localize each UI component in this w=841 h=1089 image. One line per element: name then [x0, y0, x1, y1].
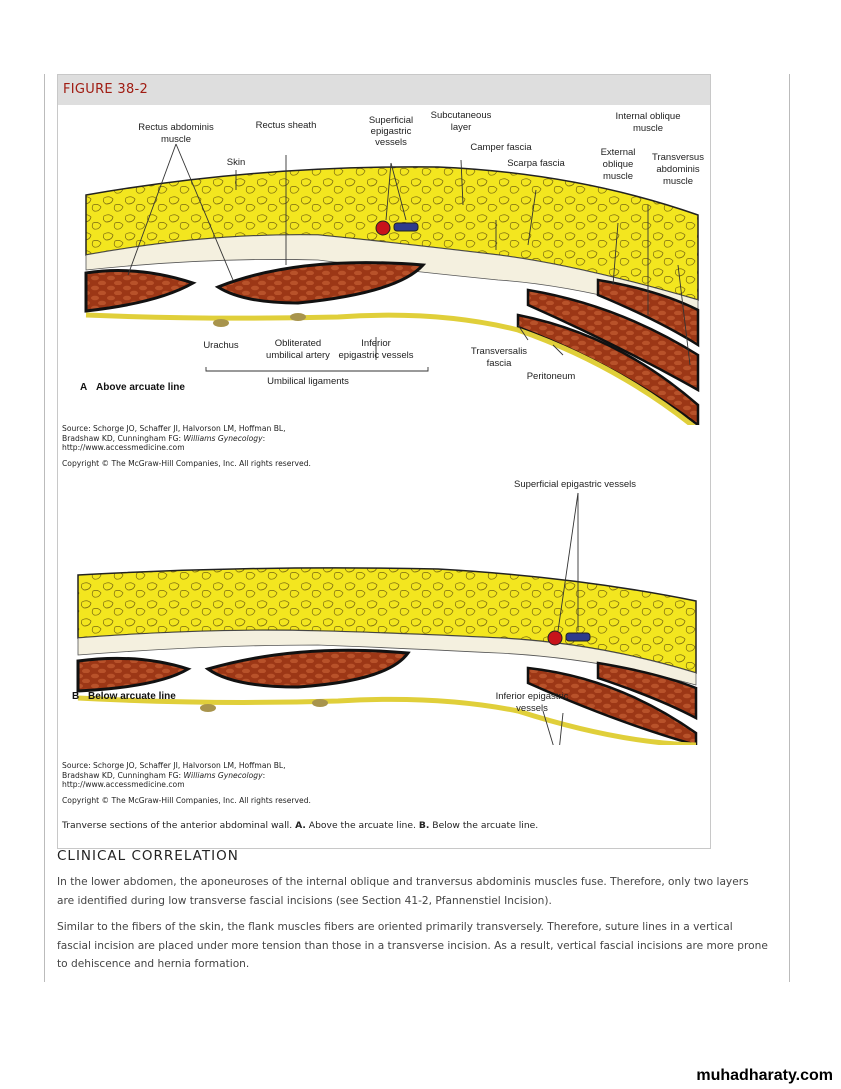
label-inferior-1: Inferior — [361, 338, 391, 349]
panel-a-title: Above arcuate line — [96, 382, 185, 393]
label-external-oblique-1: External — [601, 147, 636, 158]
panel-a-letter: A — [80, 382, 87, 393]
label-transversus-3: muscle — [663, 176, 693, 187]
label-sup-epi-1: Superficial — [369, 115, 413, 126]
clinical-correlation-heading: CLINICAL CORRELATION — [57, 848, 239, 864]
label-internal-oblique-1: Internal oblique — [616, 111, 681, 122]
label-rectus-abdominis-1: Rectus abdominis — [138, 122, 214, 133]
source-a-line3: http://www.accessmedicine.com — [62, 443, 311, 453]
source-a-line2: Bradshaw KD, Cunningham FG: Williams Gyn… — [62, 434, 311, 444]
label-rectus-sheath: Rectus sheath — [256, 120, 317, 131]
label-obliterated-1: Obliterated — [275, 338, 321, 349]
panel-b-title-display: Below arcuate line — [88, 691, 176, 702]
clinical-paragraph-2: Similar to the fibers of the skin, the f… — [57, 918, 769, 974]
label-urachus: Urachus — [203, 340, 239, 351]
source-b-line1: Source: Schorge JO, Schaffer JI, Halvors… — [62, 761, 311, 771]
label-subcutaneous-2: layer — [451, 122, 472, 133]
label-peritoneum: Peritoneum — [527, 371, 576, 382]
label-transversalis-1: Transversalis — [471, 346, 527, 357]
label-umbilical-ligaments: Umbilical ligaments — [267, 376, 349, 387]
figure-caption: Tranverse sections of the anterior abdom… — [62, 820, 538, 831]
label-camper-fascia: Camper fascia — [470, 142, 532, 153]
label-b-inferior-2: vessels — [516, 703, 548, 714]
label-external-oblique-3: muscle — [603, 171, 633, 182]
source-b: Source: Schorge JO, Schaffer JI, Halvors… — [62, 761, 311, 805]
label-external-oblique-2: oblique — [603, 159, 634, 170]
clinical-paragraph-1: In the lower abdomen, the aponeuroses of… — [57, 873, 769, 910]
label-transversus-2: abdominis — [656, 164, 700, 175]
label-skin: Skin — [227, 157, 245, 168]
source-b-line2: Bradshaw KD, Cunningham FG: Williams Gyn… — [62, 771, 311, 781]
source-b-line3: http://www.accessmedicine.com — [62, 780, 311, 790]
label-transversus-1: Transversus — [652, 152, 704, 163]
panel-b-letter-display: B — [72, 691, 79, 702]
label-scarpa-fascia: Scarpa fascia — [507, 158, 565, 169]
label-rectus-abdominis-2: muscle — [161, 134, 191, 145]
source-a: Source: Schorge JO, Schaffer JI, Halvors… — [62, 424, 311, 468]
label-internal-oblique-2: muscle — [633, 123, 663, 134]
figure-box: FIGURE 38-2 — [57, 74, 711, 849]
right-page-rule — [789, 74, 790, 982]
label-subcutaneous-1: Subcutaneous — [431, 110, 492, 121]
left-page-rule — [44, 74, 45, 982]
label-transversalis-2: fascia — [487, 358, 513, 369]
label-b-superficial-epigastric: Superficial epigastric vessels — [514, 479, 636, 490]
illustration-above-arcuate-line: Rectus abdominis muscle Rectus sheath Sk… — [58, 105, 710, 425]
label-inferior-2: epigastric vessels — [339, 350, 414, 361]
label-obliterated-2: umbilical artery — [266, 350, 330, 361]
label-sup-epi-2: epigastric — [371, 126, 412, 137]
source-a-line1: Source: Schorge JO, Schaffer JI, Halvors… — [62, 424, 311, 434]
source-b-copyright: Copyright © The McGraw-Hill Companies, I… — [62, 796, 311, 806]
watermark: muhadharaty.com — [696, 1067, 833, 1085]
label-sup-epi-3: vessels — [375, 137, 407, 148]
figure-header: FIGURE 38-2 — [58, 75, 710, 105]
source-a-copyright: Copyright © The McGraw-Hill Companies, I… — [62, 459, 311, 469]
illustration-b-lower-labels: Inferior epigastric vessels B Below arcu… — [58, 685, 710, 725]
figure-title: FIGURE 38-2 — [63, 82, 148, 97]
label-b-inferior-1: Inferior epigastric — [496, 691, 569, 702]
